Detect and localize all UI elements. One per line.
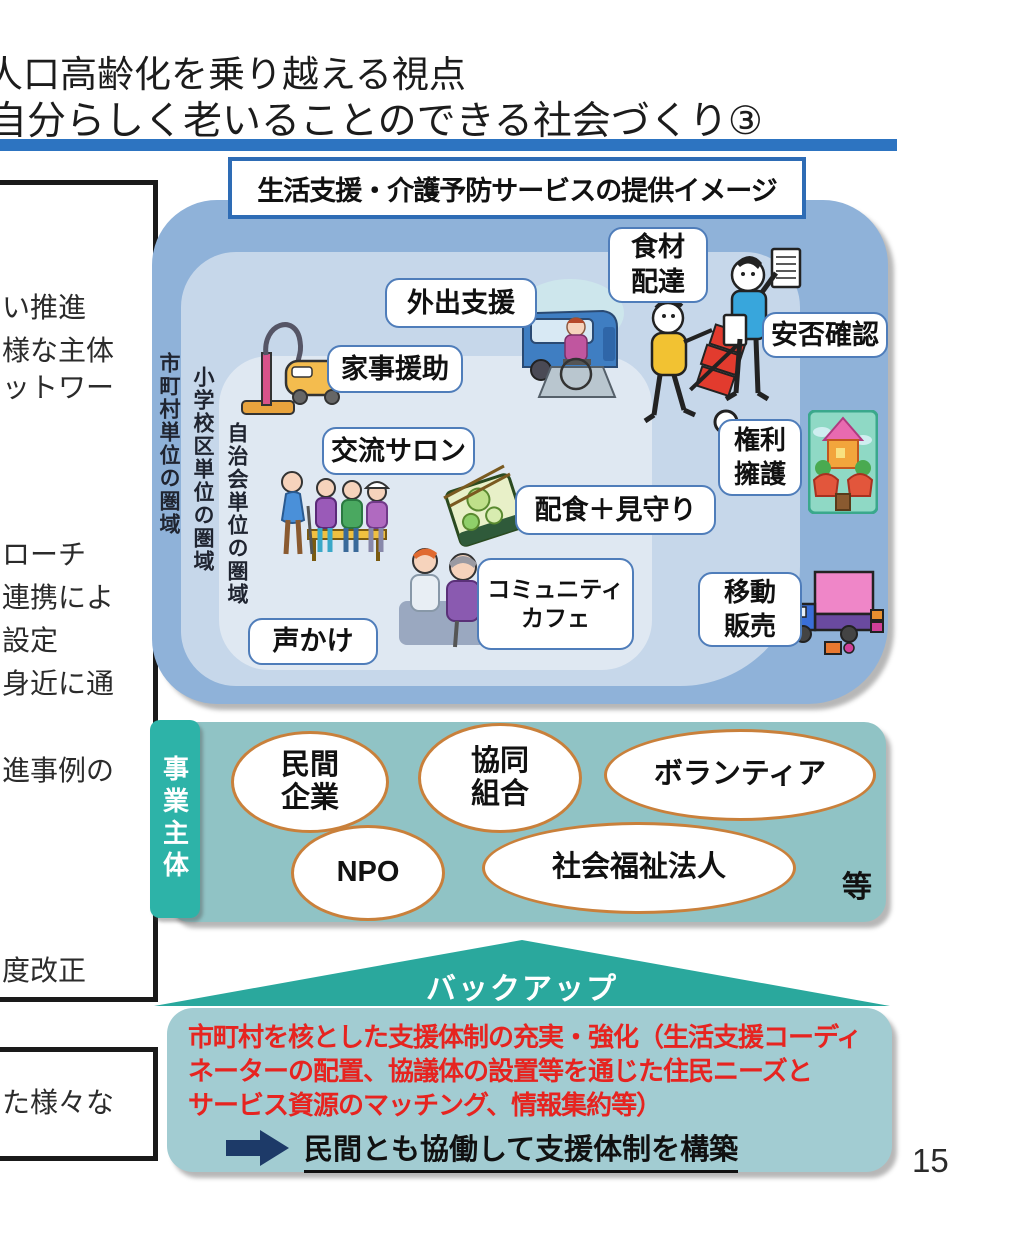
community-cafe-pair-icon (399, 548, 491, 648)
support-system-text-line: ネーターの配置、協議体の設置等を通じた住民ニーズと (188, 1056, 813, 1086)
service-label-exchange-salon: 交流サロン (322, 427, 475, 475)
support-system-text-line: 市町村を核とした支援体制の充実・強化（生活支援コーディ (188, 1022, 862, 1052)
left-fragment: 度改正 (2, 955, 87, 986)
left-fragment: た様々な (2, 1087, 115, 1118)
service-label-housework-help: 家事援助 (327, 345, 463, 393)
bento-box-icon (443, 464, 525, 547)
entity-cooperative: 協同 組合 (418, 723, 582, 833)
left-fragment: 設定 (2, 625, 59, 656)
header-accent-bar (0, 139, 897, 151)
elderly-group-icon (280, 471, 390, 561)
service-label-food-delivery: 食材 配達 (608, 227, 708, 303)
wheelchair-van-icon (516, 279, 624, 398)
region-label-school-district: 小学校区単位の圏域 (191, 366, 214, 573)
entity-private-company: 民間 企業 (231, 731, 389, 833)
support-system-text: 市町村を核とした支援体制の充実・強化（生活支援コーディ ネーターの配置、協議体の… (188, 1020, 862, 1122)
rights-protection-picture (808, 410, 878, 514)
right-arrow-icon (226, 1130, 289, 1166)
left-fragment: ローチ (2, 539, 87, 570)
entities-etc-label: 等 (842, 871, 872, 904)
left-text-box-2 (0, 1047, 158, 1161)
service-label-safety-check: 安否確認 (762, 312, 888, 358)
entity-volunteer: ボランティア (604, 729, 876, 821)
left-fragment: 連携によ (2, 582, 115, 613)
service-label-mobile-sales: 移動 販売 (698, 572, 802, 647)
slide-title-line2: 自分らしく老いることのできる社会づくり③ (0, 100, 763, 143)
entity-npo: NPO (291, 825, 445, 921)
food-delivery-person-icon (643, 298, 755, 435)
diagram-title: 生活支援・介護予防サービスの提供イメージ (228, 157, 806, 219)
left-text-box-1 (0, 180, 158, 1002)
region-label-neighborhood: 自治会単位の圏域 (225, 422, 248, 606)
business-entities-tab: 事業主体 (150, 720, 200, 918)
left-fragment: ットワー (2, 372, 115, 403)
goal-statement: 民間とも協働して支援体制を構築 (304, 1126, 739, 1173)
backup-label: バックアップ (426, 973, 618, 1006)
left-fragment: 進事例の (2, 755, 115, 786)
support-system-panel (167, 1008, 892, 1172)
slide-title-line1: 人口高齢化を乗り越える視点 (0, 54, 466, 95)
business-entities-tab-label: 事業主体 (159, 755, 190, 883)
page-number: 15 (912, 1142, 949, 1179)
left-fragment: い推進 (2, 292, 87, 323)
backup-arrow-shape (154, 940, 890, 1006)
region-label-municipality: 市町村単位の圏域 (157, 352, 180, 536)
safety-check-person-icon (722, 247, 802, 402)
left-fragment: 様な主体 (2, 335, 115, 366)
service-label-meal-watch: 配食＋見守り (515, 485, 716, 535)
service-label-community-cafe: コミュニティ カフェ (477, 558, 634, 650)
entity-social-welfare-corp: 社会福祉法人 (482, 822, 796, 914)
service-label-greeting: 声かけ (248, 618, 378, 665)
service-label-rights-advocacy: 権利 擁護 (718, 419, 802, 496)
support-system-text-line: サービス資源のマッチング、情報集約等） (188, 1090, 662, 1120)
service-label-outing-support: 外出支援 (385, 278, 537, 328)
left-fragment: 身近に通 (2, 668, 115, 699)
